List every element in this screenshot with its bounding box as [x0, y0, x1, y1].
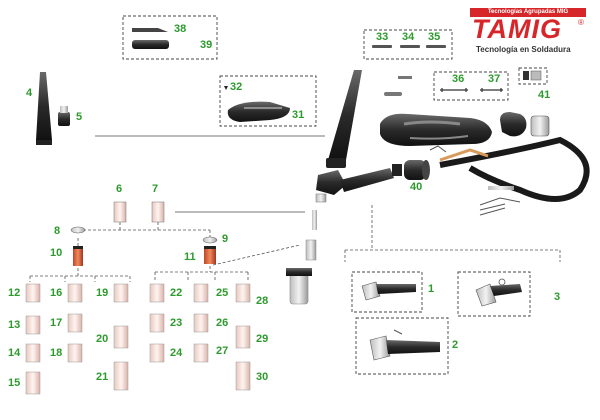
part-label-20: 20: [96, 333, 109, 345]
hose-cables: [429, 136, 590, 216]
part-label-12: 12: [8, 287, 21, 299]
torch-handle: [380, 113, 492, 146]
part-label-39: 39: [200, 39, 213, 51]
part-label-28: 28: [256, 295, 269, 307]
part-label-19: 19: [96, 287, 109, 299]
torch-variant-3: [475, 278, 522, 307]
part-label-35: 35: [428, 31, 441, 43]
part-9-11: [202, 236, 218, 264]
part-label-8: 8: [54, 225, 61, 237]
part-label-17: 17: [50, 317, 63, 329]
part-label-33: 33: [376, 31, 389, 43]
part-label-21: 21: [96, 371, 109, 383]
part-label-29: 29: [256, 333, 269, 345]
part-label-27: 27: [216, 345, 229, 357]
leader-lines: [29, 205, 561, 282]
part-label-22: 22: [170, 287, 183, 299]
part-label-1: 1: [428, 283, 435, 295]
torch-variant-2: [369, 329, 440, 361]
cups-right: [149, 283, 251, 391]
part-label-10: 10: [50, 247, 63, 259]
center-parts: [286, 193, 327, 305]
part-label-18: 18: [50, 347, 63, 359]
part-label-14: 14: [8, 347, 21, 359]
part-label-34: 34: [402, 31, 415, 43]
part-38-39: [132, 28, 169, 49]
part-label-23: 23: [170, 317, 183, 329]
part-label-25: 25: [216, 287, 229, 299]
part-36-37: [440, 88, 503, 92]
part-label-31: 31: [292, 109, 305, 121]
brand-logo: Tecnologías Agrupadas MIG TAMIG ® Tecnol…: [468, 8, 592, 54]
cups-left: [25, 283, 129, 395]
part-label-37: 37: [488, 73, 501, 85]
part-label-24: 24: [170, 347, 183, 359]
part-40: [404, 160, 430, 180]
part-label-11: 11: [184, 251, 196, 263]
part-label-15: 15: [8, 377, 21, 389]
part-label-36: 36: [452, 73, 465, 85]
part-label-32: 32: [230, 81, 243, 93]
part-label-41: 41: [538, 89, 551, 101]
part-label-26: 26: [216, 317, 229, 329]
part-label-5: 5: [76, 111, 83, 123]
part-label-38: 38: [174, 23, 187, 35]
part-4-5: [36, 72, 70, 145]
part-label-9: 9: [222, 233, 229, 245]
part-label-4: 4: [26, 87, 33, 99]
part-6-7: [113, 201, 165, 223]
torch-back-cap: [326, 70, 362, 168]
torch-variant-1: [361, 281, 416, 301]
brand-registered-mark: ®: [578, 18, 584, 27]
part-label-30: 30: [256, 371, 269, 383]
part-label-6: 6: [116, 183, 123, 195]
part-label-7: 7: [152, 183, 159, 195]
part-label-2: 2: [452, 339, 459, 351]
torch-head: [316, 164, 402, 195]
part-label-40: 40: [410, 181, 423, 193]
part-label-16: 16: [50, 287, 63, 299]
brand-tagline: Tecnología en Soldadura: [476, 45, 571, 54]
brand-top-strip: Tecnologías Agrupadas MIG: [470, 8, 586, 17]
part-41: [500, 70, 550, 137]
dashed-boxes: [122, 15, 548, 375]
brand-name: TAMIG: [472, 14, 562, 44]
part-31-32: [224, 86, 290, 122]
part-33-35: [372, 45, 446, 48]
part-label-13: 13: [8, 319, 21, 331]
part-8-10: [70, 226, 86, 266]
small-clips: [384, 76, 412, 96]
part-label-3: 3: [554, 291, 561, 303]
divider-lines: [95, 135, 325, 213]
